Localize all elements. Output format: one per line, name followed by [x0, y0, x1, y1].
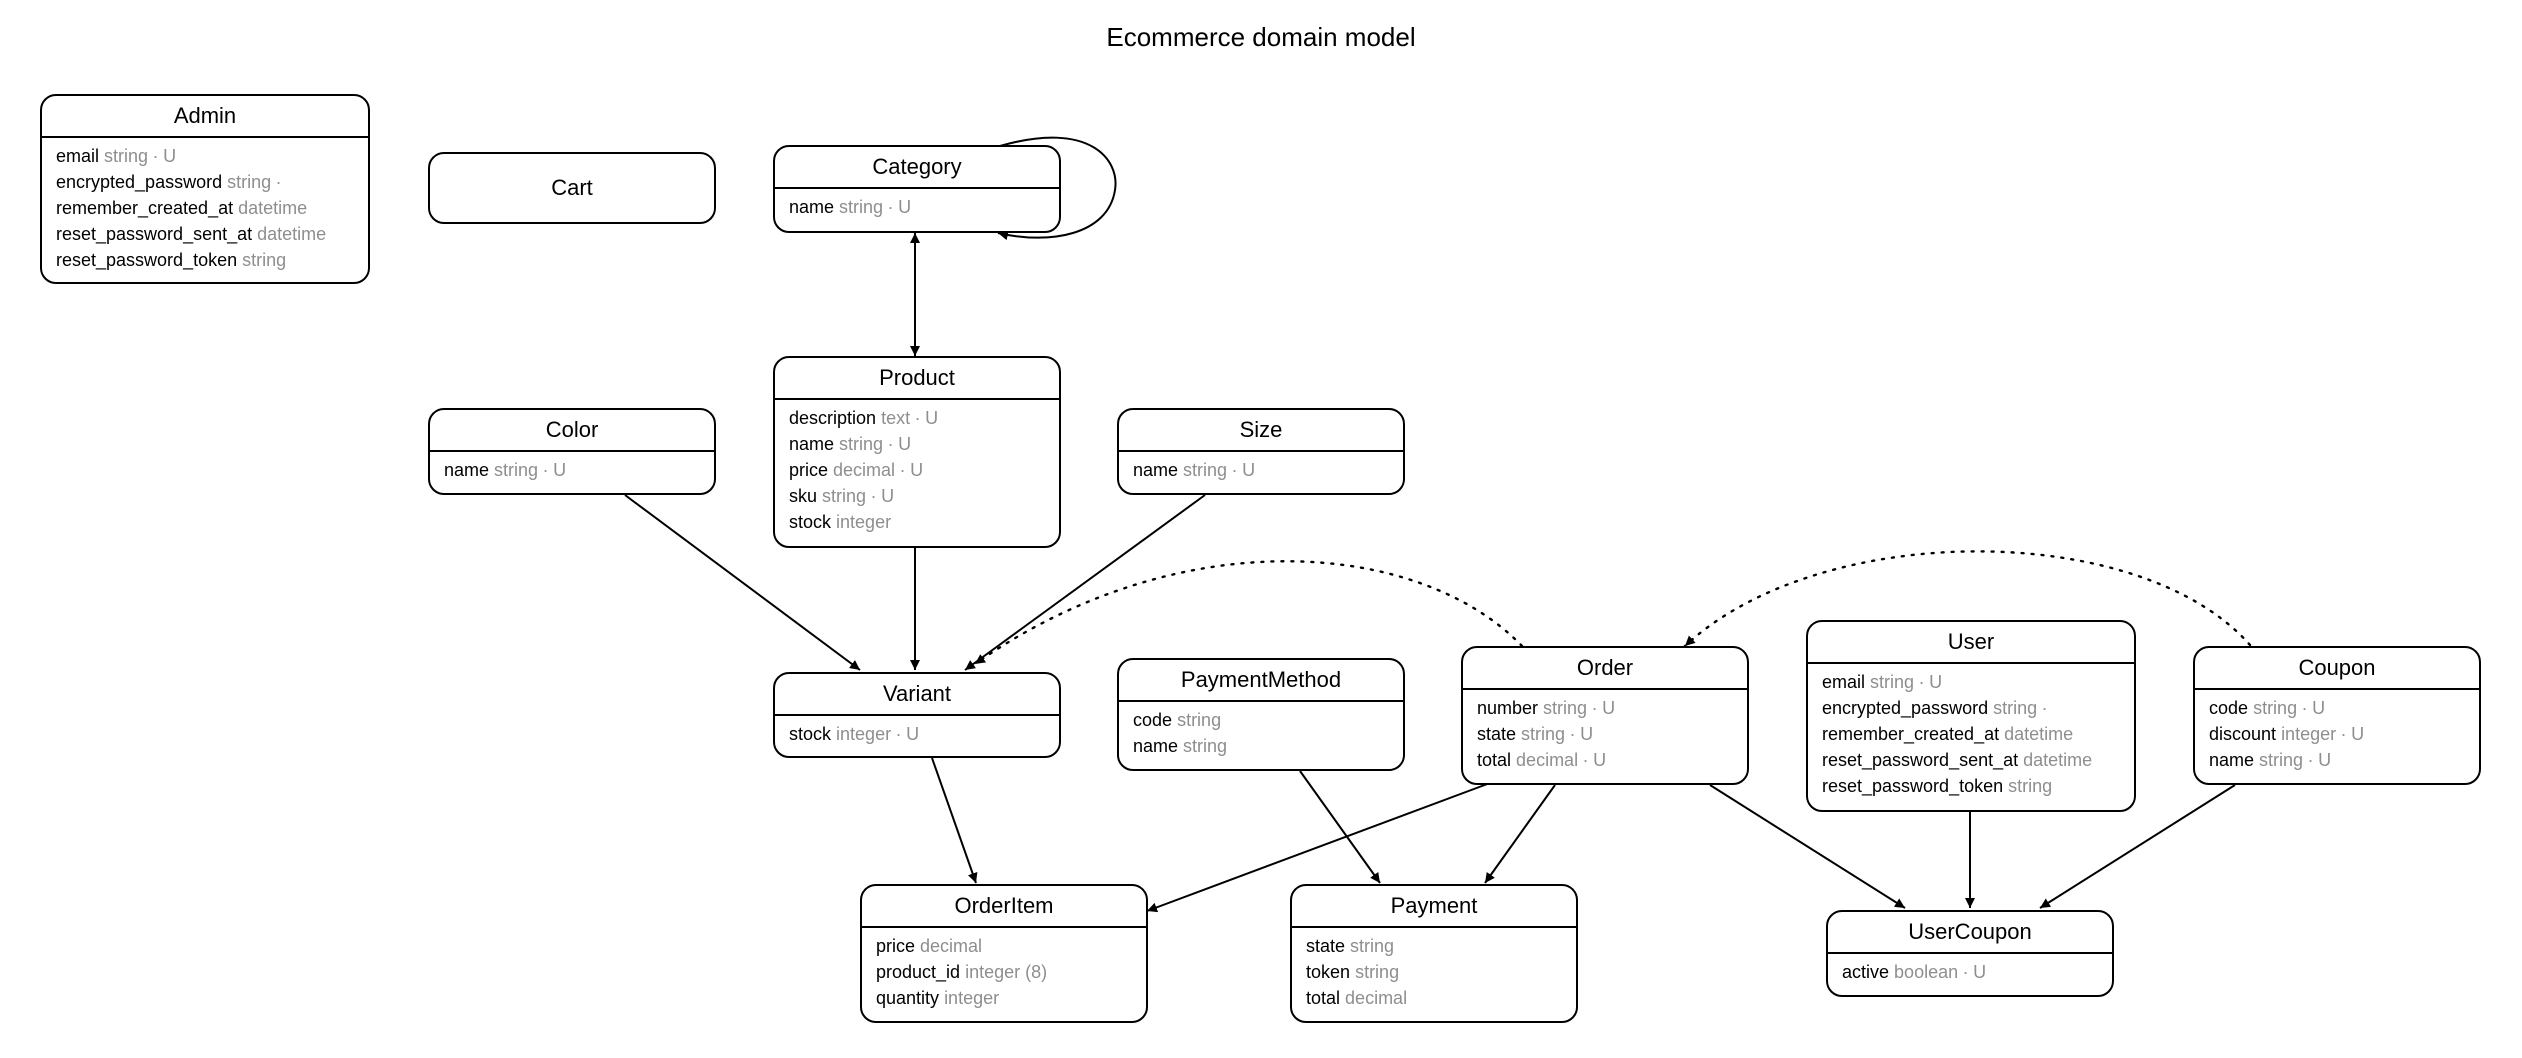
attribute-row: token string	[1306, 962, 1400, 982]
attribute-row: name string ∙ U	[789, 434, 912, 454]
entity-admin-attributes: email string ∙ U encrypted_password stri…	[42, 138, 368, 279]
attribute-row: sku string ∙ U	[789, 486, 895, 506]
entity-order-name: Order	[1463, 648, 1747, 690]
attribute-row: product_id integer (8)	[876, 962, 1048, 982]
edge-order-usercoupon	[1709, 784, 1906, 909]
attribute-row: stock integer ∙ U	[789, 724, 920, 744]
entity-product-attributes: description text ∙ U name string ∙ U pri…	[775, 400, 1059, 541]
attribute-row: state string	[1306, 936, 1395, 956]
attribute-row: price decimal ∙ U	[789, 460, 924, 480]
entity-product-name: Product	[775, 358, 1059, 400]
entity-coupon-attributes: code string ∙ U discount integer ∙ U nam…	[2195, 690, 2479, 779]
attribute-row: discount integer ∙ U	[2209, 724, 2365, 744]
attribute-row: remember_created_at datetime	[56, 198, 308, 218]
attribute-row: quantity integer	[876, 988, 1000, 1008]
edge-variant-orderitem	[931, 757, 978, 884]
attribute-row: reset_password_token string	[1822, 776, 2053, 796]
entity-size[interactable]: Size name string ∙ U	[1117, 408, 1405, 495]
entity-user-coupon-name: UserCoupon	[1828, 912, 2112, 954]
entity-variant[interactable]: Variant stock integer ∙ U	[773, 672, 1061, 758]
entity-category[interactable]: Category name string ∙ U	[773, 145, 1061, 233]
attribute-row: number string ∙ U	[1477, 698, 1616, 718]
attribute-row: name string ∙ U	[444, 460, 567, 480]
entity-admin[interactable]: Admin email string ∙ U encrypted_passwor…	[40, 94, 370, 284]
attribute-row: encrypted_password string ∙	[56, 172, 282, 192]
attribute-row: encrypted_password string ∙	[1822, 698, 2048, 718]
attribute-row: active boolean ∙ U	[1842, 962, 1987, 982]
attribute-row: reset_password_sent_at datetime	[56, 224, 327, 244]
attribute-row: code string	[1133, 710, 1222, 730]
attribute-row: reset_password_sent_at datetime	[1822, 750, 2093, 770]
attribute-row: price decimal	[876, 936, 983, 956]
entity-order-item-attributes: price decimal product_id integer (8) qua…	[862, 928, 1146, 1017]
entity-payment-method-attributes: code string name string	[1119, 702, 1403, 765]
entity-payment-method-name: PaymentMethod	[1119, 660, 1403, 702]
entity-order-item-name: OrderItem	[862, 886, 1146, 928]
attribute-row: description text ∙ U	[789, 408, 939, 428]
attribute-row: email string ∙ U	[1822, 672, 1943, 692]
entity-order[interactable]: Order number string ∙ U state string ∙ U…	[1461, 646, 1749, 785]
entity-category-attributes: name string ∙ U	[775, 189, 1059, 226]
entity-user-attributes: email string ∙ U encrypted_password stri…	[1808, 664, 2134, 805]
entity-variant-attributes: stock integer ∙ U	[775, 716, 1059, 753]
attribute-row: state string ∙ U	[1477, 724, 1594, 744]
entity-coupon[interactable]: Coupon code string ∙ U discount integer …	[2193, 646, 2481, 785]
entity-user-coupon[interactable]: UserCoupon active boolean ∙ U	[1826, 910, 2114, 997]
attribute-row: reset_password_token string	[56, 250, 287, 270]
entity-order-item[interactable]: OrderItem price decimal product_id integ…	[860, 884, 1148, 1023]
diagram-title: Ecommerce domain model	[1106, 22, 1416, 52]
attribute-row: name string	[1133, 736, 1228, 756]
entity-order-attributes: number string ∙ U state string ∙ U total…	[1463, 690, 1747, 779]
edge-order-variant-dotted	[973, 560, 1524, 666]
entity-payment-attributes: state string token string total decimal	[1292, 928, 1576, 1017]
entity-size-attributes: name string ∙ U	[1119, 452, 1403, 489]
entity-payment-name: Payment	[1292, 886, 1576, 928]
entity-cart[interactable]: Cart	[428, 152, 716, 224]
edge-coupon-usercoupon	[2039, 784, 2236, 909]
entity-cart-name: Cart	[551, 175, 593, 200]
entity-size-name: Size	[1119, 410, 1403, 452]
edge-size-variant	[964, 494, 1206, 671]
attribute-row: email string ∙ U	[56, 146, 177, 166]
entity-admin-name: Admin	[42, 96, 368, 138]
edge-color-variant	[624, 494, 861, 671]
attribute-row: total decimal ∙ U	[1477, 750, 1607, 770]
entity-user[interactable]: User email string ∙ U encrypted_password…	[1806, 620, 2136, 812]
entity-user-coupon-attributes: active boolean ∙ U	[1828, 954, 2112, 991]
edge-paymentmethod-payment	[1299, 770, 1381, 884]
entity-category-name: Category	[775, 147, 1059, 189]
edge-order-payment	[1484, 784, 1556, 884]
entity-variant-name: Variant	[775, 674, 1059, 716]
entity-color[interactable]: Color name string ∙ U	[428, 408, 716, 495]
entity-payment[interactable]: Payment state string token string total …	[1290, 884, 1578, 1023]
entity-user-name: User	[1808, 622, 2134, 664]
entity-color-attributes: name string ∙ U	[430, 452, 714, 489]
edge-category-self	[997, 136, 1117, 241]
attribute-row: name string ∙ U	[2209, 750, 2332, 770]
attribute-row: remember_created_at datetime	[1822, 724, 2074, 744]
entity-color-name: Color	[430, 410, 714, 452]
attribute-row: code string ∙ U	[2209, 698, 2326, 718]
entity-product[interactable]: Product description text ∙ U name string…	[773, 356, 1061, 548]
attribute-row: total decimal	[1306, 988, 1408, 1008]
attribute-row: name string ∙ U	[789, 197, 912, 217]
attribute-row: stock integer	[789, 512, 892, 532]
attribute-row: name string ∙ U	[1133, 460, 1256, 480]
entity-payment-method[interactable]: PaymentMethod code string name string	[1117, 658, 1405, 771]
edge-order-orderitem	[1146, 782, 1491, 913]
entity-coupon-name: Coupon	[2195, 648, 2479, 690]
